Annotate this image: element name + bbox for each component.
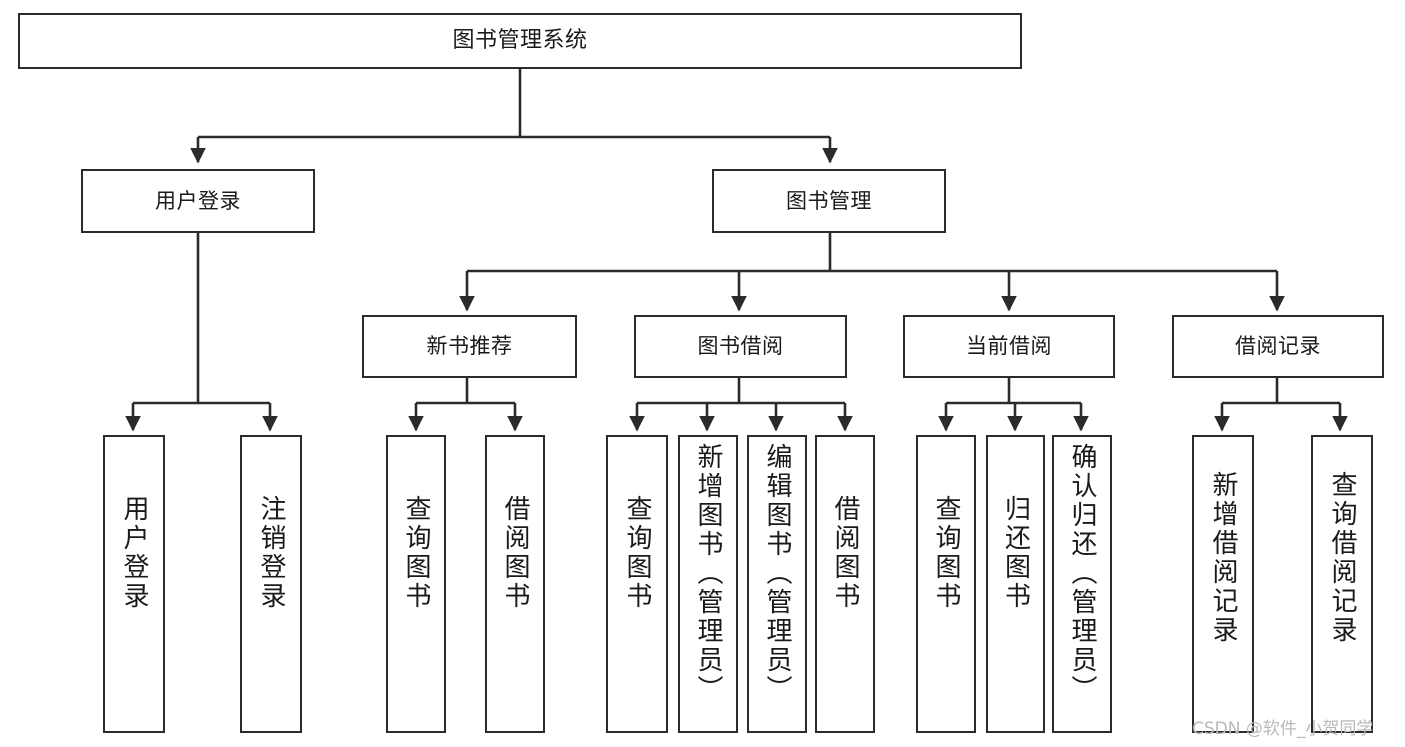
leaf-borrow-book-recommend[interactable]: 借阅图书: [485, 435, 545, 733]
node-label: 图书管理系统: [452, 28, 588, 54]
node-label: 查询借阅记录: [1327, 471, 1357, 645]
leaf-query-book-recommend[interactable]: 查询图书: [386, 435, 446, 733]
node-label: 新书推荐: [426, 334, 513, 359]
node-label: 归还图书: [1000, 495, 1031, 611]
node-new-book-recommend[interactable]: 新书推荐: [362, 315, 577, 378]
node-book-borrow[interactable]: 图书借阅: [634, 315, 847, 378]
leaf-user-login[interactable]: 用户登录: [103, 435, 165, 733]
node-label: 查询图书: [622, 495, 652, 611]
node-user-login[interactable]: 用户登录: [81, 169, 315, 233]
node-label: 借阅图书: [500, 495, 530, 611]
leaf-add-borrow-record[interactable]: 新增借阅记录: [1192, 435, 1254, 733]
node-borrow-record[interactable]: 借阅记录: [1172, 315, 1384, 378]
watermark-text: CSDN @软件_小贺同学: [1192, 719, 1374, 739]
node-label: 用户登录: [155, 188, 241, 213]
node-label: 图书管理: [786, 188, 872, 213]
node-label: 当前借阅: [966, 334, 1052, 359]
node-root-book-management-system[interactable]: 图书管理系统: [18, 13, 1022, 69]
node-label: 图书借阅: [697, 334, 784, 359]
leaf-edit-book-admin[interactable]: 编辑图书（管理员）: [747, 435, 807, 733]
node-label: 确认归还（管理员）: [1067, 443, 1097, 704]
node-label: 用户登录: [119, 495, 149, 611]
node-label: 新增借阅记录: [1208, 471, 1238, 645]
node-label: 查询图书: [931, 495, 961, 611]
node-label: 借阅图书: [830, 495, 860, 611]
node-label: 借阅记录: [1235, 334, 1321, 359]
leaf-logout-login[interactable]: 注销登录: [240, 435, 302, 733]
node-label: 注销登录: [256, 495, 286, 611]
leaf-confirm-return-admin[interactable]: 确认归还（管理员）: [1052, 435, 1112, 733]
leaf-query-book-current[interactable]: 查询图书: [916, 435, 976, 733]
node-label: 查询图书: [401, 495, 431, 611]
leaf-borrow-book[interactable]: 借阅图书: [815, 435, 875, 733]
node-book-management[interactable]: 图书管理: [712, 169, 946, 233]
node-label: 新增图书（管理员）: [693, 443, 723, 704]
leaf-query-book-borrow[interactable]: 查询图书: [606, 435, 668, 733]
node-current-borrow[interactable]: 当前借阅: [903, 315, 1115, 378]
node-label: 编辑图书（管理员）: [762, 443, 792, 704]
leaf-add-book-admin[interactable]: 新增图书（管理员）: [678, 435, 738, 733]
leaf-query-borrow-record[interactable]: 查询借阅记录: [1311, 435, 1373, 733]
leaf-return-book[interactable]: 归还图书: [986, 435, 1045, 733]
